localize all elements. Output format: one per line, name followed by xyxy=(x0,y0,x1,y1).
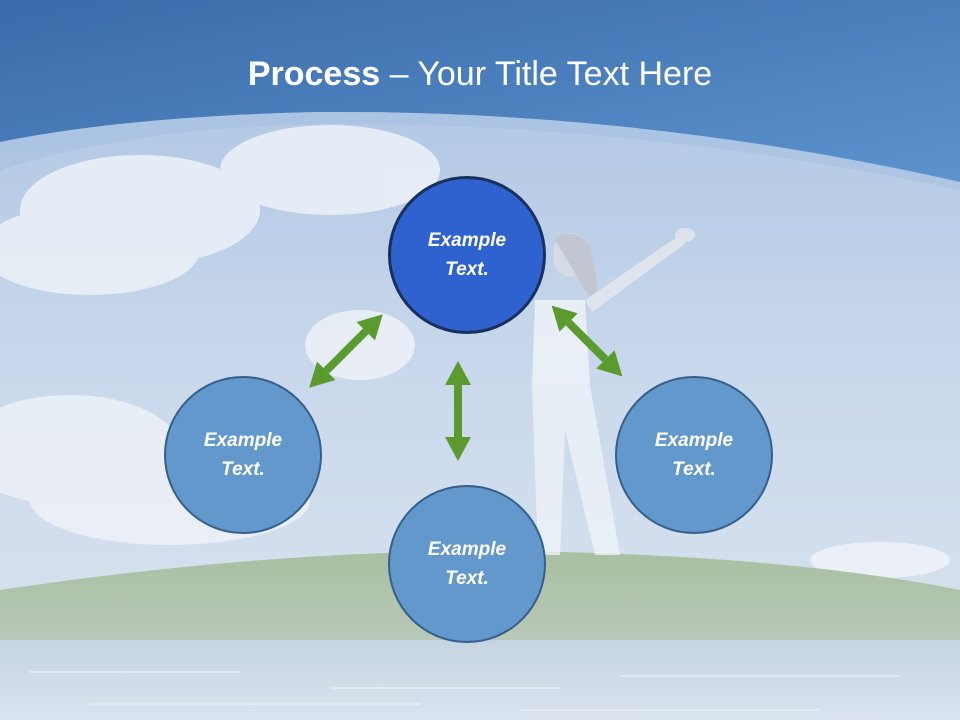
title-text: Your Title Text Here xyxy=(417,55,713,93)
node-right-label: Example Text. xyxy=(654,430,734,480)
node-top-label: Example Text. xyxy=(427,230,507,280)
node-bottom-label: Example Text. xyxy=(427,539,507,589)
person-silhouette xyxy=(532,228,695,555)
node-bottom[interactable]: Example Text. xyxy=(388,485,546,643)
node-left[interactable]: Example Text. xyxy=(164,376,322,534)
water xyxy=(0,640,960,720)
slide-title: Process – Your Title Text Here xyxy=(0,52,960,96)
title-dash: – xyxy=(380,55,418,93)
node-right[interactable]: Example Text. xyxy=(615,376,773,534)
header-band xyxy=(0,0,960,182)
node-top[interactable]: Example Text. xyxy=(388,176,546,334)
title-bold: Process xyxy=(247,55,381,93)
node-left-label: Example Text. xyxy=(203,430,283,480)
